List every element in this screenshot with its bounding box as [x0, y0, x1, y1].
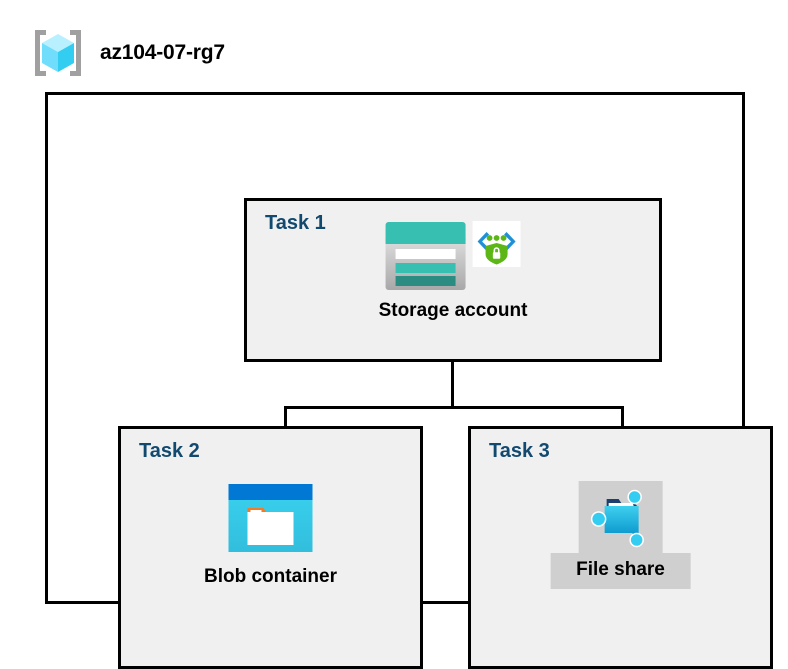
resource-group-header: az104-07-rg7: [30, 27, 225, 79]
task-panel-3[interactable]: Task 3: [468, 426, 773, 669]
task-2-label: Task 2: [139, 440, 200, 462]
resource-group-boundary: Task 1: [45, 92, 773, 669]
storage-account-icon-row: [385, 221, 521, 291]
node-file-share[interactable]: File share: [550, 481, 691, 589]
task-1-label: Task 1: [265, 212, 326, 234]
resource-group-title: az104-07-rg7: [100, 41, 225, 64]
file-share-caption: File share: [550, 553, 691, 589]
task-3-label: Task 3: [489, 440, 550, 462]
blob-container-caption: Blob container: [203, 566, 338, 587]
storage-account-icon: [385, 221, 467, 291]
blob-container-icon-row: [228, 484, 313, 552]
connector-horizontal-bus: [284, 406, 624, 409]
node-storage-account[interactable]: Storage account: [378, 221, 528, 322]
file-share-icon: [589, 485, 653, 549]
blob-container-icon: [228, 484, 313, 552]
connector-storage-trunk: [451, 362, 454, 408]
task-panel-2[interactable]: Task 2: [118, 426, 423, 669]
task-panel-1[interactable]: Task 1: [244, 198, 662, 362]
node-blob-container[interactable]: Blob container: [204, 484, 337, 588]
storage-account-caption: Storage account: [378, 300, 528, 321]
file-share-icon-row: [578, 481, 663, 553]
secure-endpoint-shield-icon: [473, 221, 521, 267]
resource-group-icon: [30, 27, 86, 79]
